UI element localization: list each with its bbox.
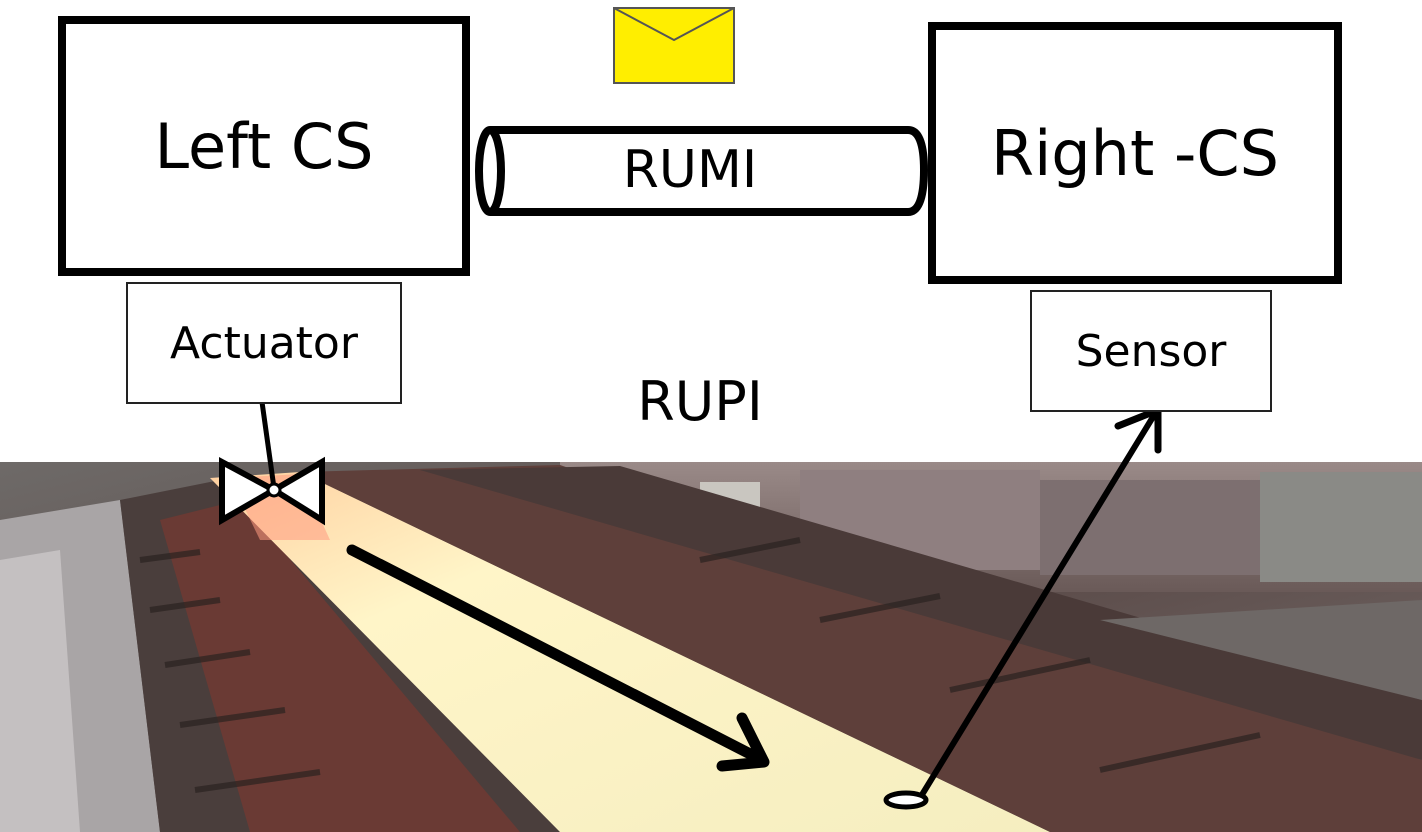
right-cs-label: Right -CS (991, 116, 1279, 190)
actuator-box: Actuator (126, 282, 402, 404)
valve-icon (219, 456, 325, 526)
actuator-link (259, 401, 277, 489)
rumi-label: RUMI (622, 140, 758, 200)
rupi-label: RUPI (637, 370, 763, 433)
right-control-system: Right -CS (928, 22, 1342, 284)
left-control-system: Left CS (58, 16, 470, 276)
envelope-icon (613, 7, 735, 84)
sensor-box: Sensor (1030, 290, 1272, 412)
rumi-channel (475, 126, 929, 216)
actuator-label: Actuator (170, 317, 358, 369)
left-cs-label: Left CS (154, 109, 374, 183)
sensor-label: Sensor (1075, 325, 1227, 377)
sensor-probe-icon (883, 790, 929, 810)
material-flow-arrow (346, 544, 770, 772)
steel-mill-photo (0, 462, 1422, 832)
